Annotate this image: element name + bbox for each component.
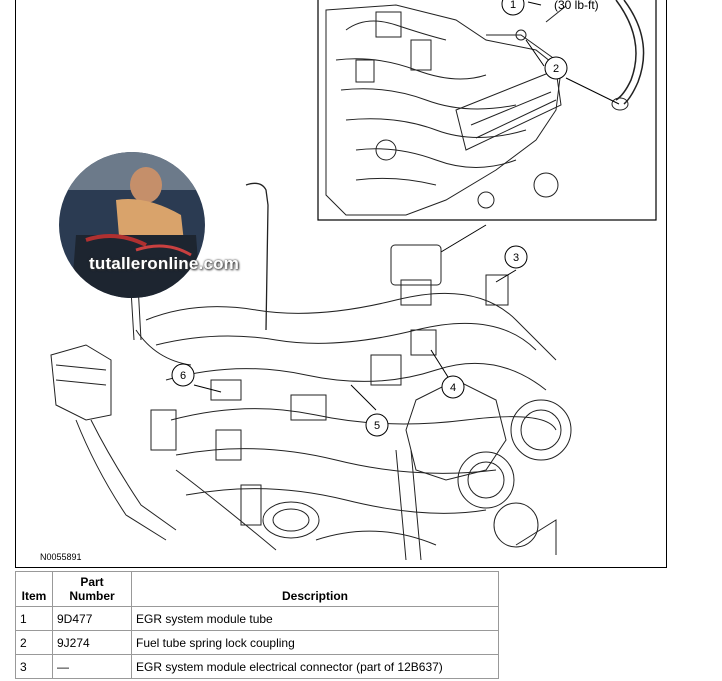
table-row: 1 9D477 EGR system module tube [15,606,499,631]
table-header-row: Item Part Number Description [15,571,499,607]
row-description: EGR system module electrical connector (… [131,654,499,679]
row-item: 3 [15,654,53,679]
row-item: 2 [15,630,53,655]
watermark-text: tutalleronline.com [89,254,240,273]
table-row: 2 9J274 Fuel tube spring lock coupling [15,630,499,655]
row-part-number: — [52,654,132,679]
callout-5: 5 [365,413,389,437]
figure-id: N0055891 [40,552,82,562]
row-part-number: 9J274 [52,630,132,655]
inset-box [317,0,657,221]
svg-text:1: 1 [510,0,516,11]
header-part-number-line1: Part [80,575,104,589]
header-part-number-line2: Number [69,589,115,603]
parts-table: Item Part Number Description 1 9D477 EGR… [15,571,499,679]
engine-line-drawing: 1 2 3 4 5 6 [50,0,657,561]
watermark-photo [59,152,205,298]
svg-text:3: 3 [513,252,519,264]
header-description: Description [131,571,499,607]
callout-2: 2 [544,56,568,80]
svg-text:2: 2 [553,63,559,75]
header-part-number: Part Number [52,571,132,607]
svg-text:4: 4 [450,382,456,394]
row-part-number: 9D477 [52,606,132,631]
callout-4: 4 [441,375,465,399]
header-item: Item [15,571,53,607]
inset-engine-detail [325,0,645,216]
row-item: 1 [15,606,53,631]
callout-1: 1 [501,0,525,16]
svg-text:5: 5 [374,420,380,432]
callout-3: 3 [504,245,528,269]
engine-illustration: 1 2 3 4 5 6 [15,0,667,568]
row-description: EGR system module tube [131,606,499,631]
table-row: 3 — EGR system module electrical connect… [15,654,499,679]
callout-6: 6 [171,363,195,387]
callout-group: 1 2 3 4 5 6 [171,0,568,437]
torque-spec: (30 lb-ft) [554,0,599,12]
svg-text:6: 6 [180,370,186,382]
row-description: Fuel tube spring lock coupling [131,630,499,655]
callout-leaders [193,269,517,411]
